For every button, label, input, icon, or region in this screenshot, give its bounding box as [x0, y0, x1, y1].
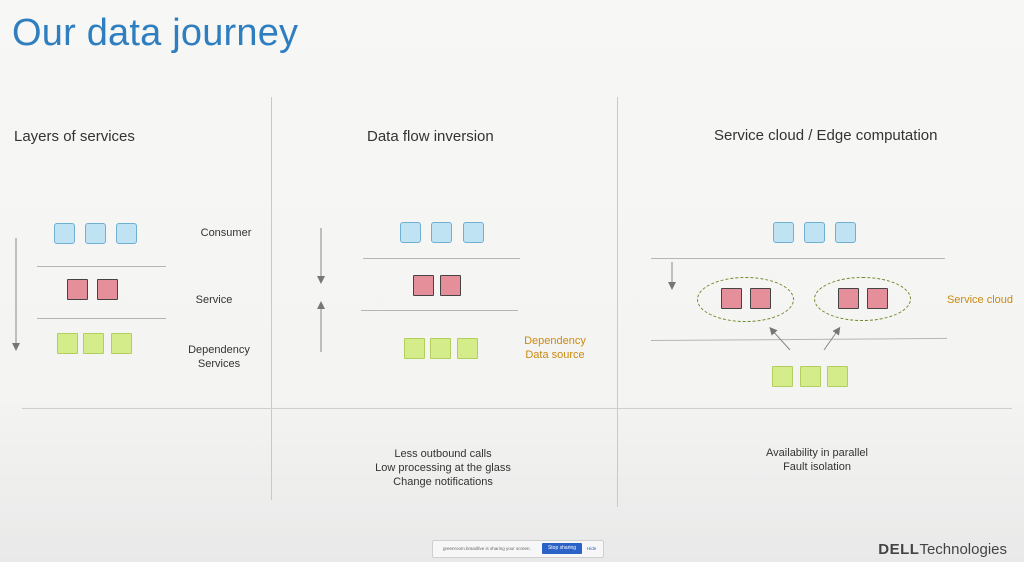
- screen-share-bar: greenroom.brandlive is sharing your scre…: [432, 540, 604, 558]
- column-divider-2: [617, 97, 618, 507]
- service-cloud-heading: Service cloud / Edge computation: [714, 127, 938, 144]
- dependency-data-source-label: Dependency Data source: [524, 335, 586, 361]
- dependency-box: [111, 333, 132, 354]
- service-label: Service: [195, 294, 233, 306]
- service-box: [97, 279, 118, 300]
- service-cloud-group: [697, 277, 794, 322]
- service-box: [750, 288, 771, 309]
- stop-sharing-button[interactable]: Stop sharing: [542, 543, 582, 554]
- consumer-box: [400, 222, 421, 243]
- service-box: [867, 288, 888, 309]
- data-flow-notes: Less outbound calls Low processing at th…: [375, 448, 511, 488]
- layers-of-services-heading: Layers of services: [14, 128, 135, 145]
- dependency-box: [430, 338, 451, 359]
- consumer-box: [773, 222, 794, 243]
- section-divider: [22, 408, 1012, 409]
- layer-divider: [363, 258, 520, 259]
- dependency-box: [457, 338, 478, 359]
- dependency-box: [800, 366, 821, 387]
- consumer-box: [85, 223, 106, 244]
- layer-divider: [651, 258, 945, 259]
- dependency-box: [827, 366, 848, 387]
- service-cloud-label: Service cloud: [946, 294, 1014, 306]
- logo-brand: DELL: [878, 541, 920, 558]
- consumer-label: Consumer: [200, 227, 252, 239]
- dependency-box: [83, 333, 104, 354]
- up-arrow: [823, 326, 841, 351]
- dependency-box: [772, 366, 793, 387]
- layer-divider: [37, 318, 166, 319]
- service-box: [67, 279, 88, 300]
- service-cloud-notes: Availability in parallel Fault isolation: [766, 447, 868, 473]
- consumer-box: [463, 222, 484, 243]
- service-box: [440, 275, 461, 296]
- consumer-box: [804, 222, 825, 243]
- layer-divider: [361, 310, 518, 311]
- consumer-box: [54, 223, 75, 244]
- service-cloud-group: [814, 277, 911, 321]
- dell-technologies-logo: DELLTechnologies: [878, 541, 1007, 558]
- hide-link[interactable]: Hide: [587, 546, 597, 551]
- dependency-box: [404, 338, 425, 359]
- data-flow-inversion-heading: Data flow inversion: [367, 128, 494, 145]
- service-box: [838, 288, 859, 309]
- up-arrow: [769, 327, 791, 351]
- column-divider-1: [271, 97, 272, 500]
- dependency-services-label: Dependency Services: [188, 344, 250, 370]
- layer-divider: [37, 266, 166, 267]
- service-box: [413, 275, 434, 296]
- consumer-box: [116, 223, 137, 244]
- consumer-box: [431, 222, 452, 243]
- service-box: [721, 288, 742, 309]
- dependency-box: [57, 333, 78, 354]
- screen-share-text: greenroom.brandlive is sharing your scre…: [443, 546, 531, 551]
- slide-title: Our data journey: [12, 12, 299, 54]
- consumer-box: [835, 222, 856, 243]
- logo-suffix: Technologies: [919, 541, 1007, 558]
